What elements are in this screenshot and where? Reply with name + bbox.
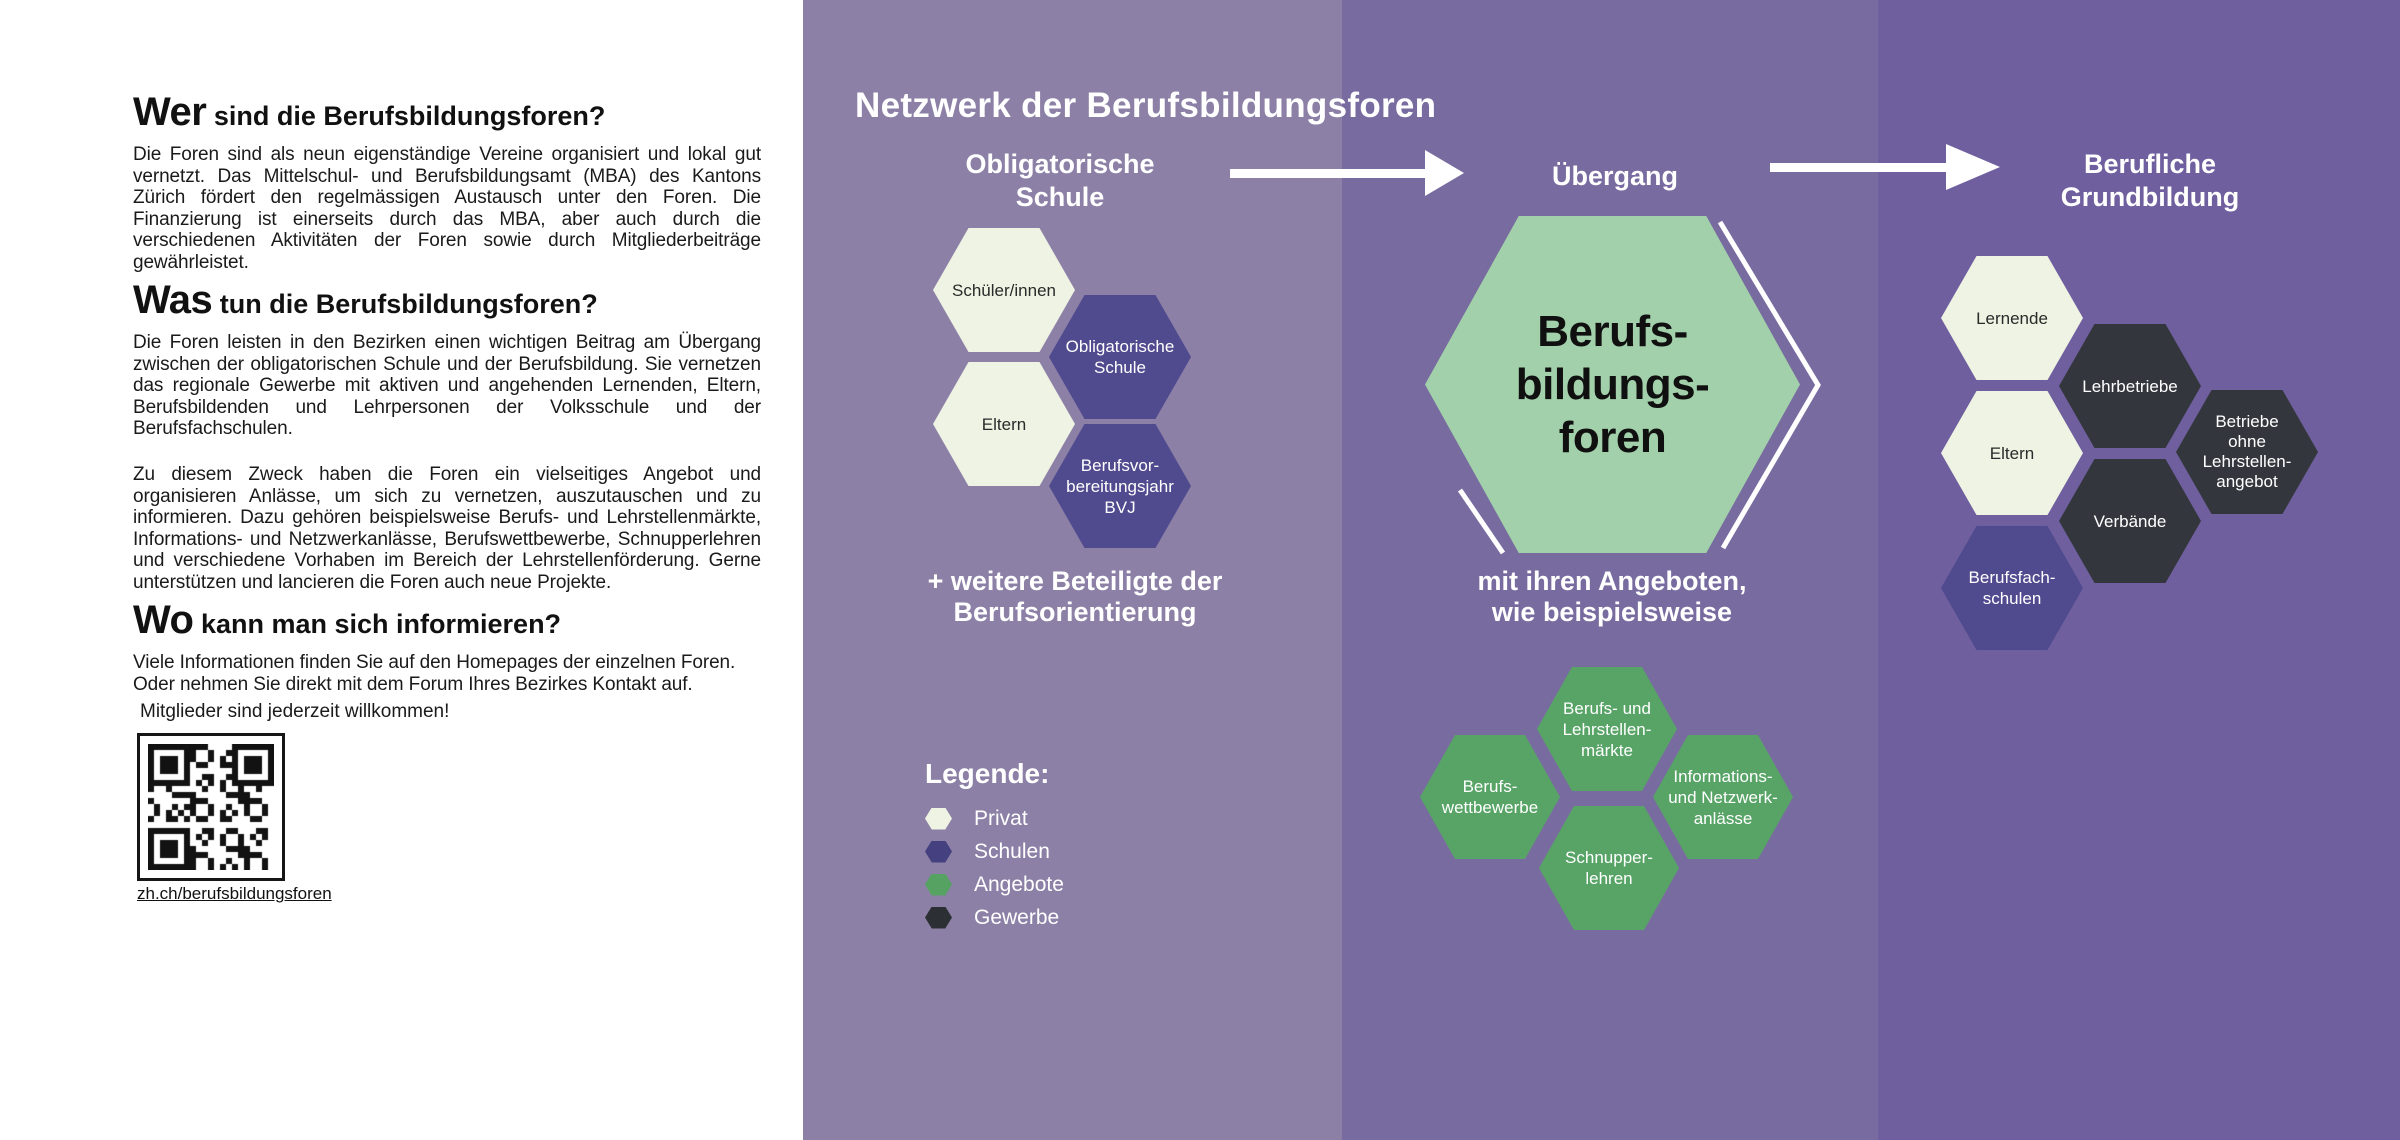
qr-link[interactable]: zh.ch/berufsbildungsforen bbox=[137, 884, 332, 903]
legend-label: Privat bbox=[974, 806, 1028, 830]
wo-heading: Wo kann man sich informieren? bbox=[133, 598, 781, 643]
was-paragraph-1: Die Foren leisten in den Bezirken einen … bbox=[133, 332, 761, 440]
hex-label: Obligatorische Schule bbox=[1065, 337, 1175, 377]
hex-label: Eltern bbox=[981, 414, 1027, 434]
hex-informations-netzwerkanlaesse: Informations- und Netzwerk- anlässe bbox=[1653, 735, 1793, 859]
wer-heading-rest: sind die Berufsbildungsforen? bbox=[206, 101, 606, 131]
legend-item-privat: Privat bbox=[925, 802, 1064, 835]
qr-code bbox=[148, 744, 274, 870]
qr-code-frame bbox=[137, 733, 285, 881]
legend-title: Legende: bbox=[925, 758, 1050, 789]
wo-paragraph: Viele Informationen finden Sie auf den H… bbox=[133, 652, 736, 695]
hex-verbaende: Verbände bbox=[2059, 459, 2201, 583]
arrow-right-icon-1 bbox=[1230, 150, 1464, 196]
hex-berufswettbewerbe: Berufs- wettbewerbe bbox=[1420, 735, 1560, 859]
wer-heading: Wer sind die Berufsbildungsforen? bbox=[133, 90, 761, 135]
wer-section: Wer sind die Berufsbildungsforen? Die Fo… bbox=[133, 90, 761, 274]
members-note: Mitglieder sind jederzeit willkommen! bbox=[140, 701, 450, 722]
was-heading: Was tun die Berufsbildungsforen? bbox=[133, 278, 761, 323]
legend-item-angebote: Angebote bbox=[925, 868, 1064, 901]
wo-heading-lead: Wo bbox=[133, 598, 194, 642]
legend-item-gewerbe: Gewerbe bbox=[925, 901, 1064, 934]
network-title: Netzwerk der Berufsbildungsforen bbox=[855, 86, 1437, 125]
schulen-hexagon-icon bbox=[925, 840, 952, 863]
stage1-footer: + weitere Beteiligte der Berufsorientier… bbox=[927, 566, 1223, 627]
fold-panel-1 bbox=[803, 0, 1342, 1140]
legend-label: Gewerbe bbox=[974, 905, 1060, 929]
hex-label: Betriebe ohne Lehrstellen- angebot bbox=[2202, 412, 2292, 491]
legend-label: Angebote bbox=[974, 872, 1064, 896]
wo-section: Wo kann man sich informieren? Viele Info… bbox=[133, 598, 781, 695]
stage1-heading: Obligatorische Schule bbox=[965, 149, 1155, 212]
hex-label: Schüler/innen bbox=[952, 280, 1056, 300]
legend-label: Schulen bbox=[974, 839, 1050, 863]
stage3-heading: Berufliche Grundbildung bbox=[2060, 149, 2240, 212]
hex-berufs-lehrstellenmaerkte: Berufs- und Lehrstellen- märkte bbox=[1537, 667, 1677, 791]
gewerbe-hexagon-icon bbox=[925, 906, 952, 929]
hex-label: Lehrbetriebe bbox=[2082, 376, 2178, 396]
wer-paragraph: Die Foren sind als neun eigenständige Ve… bbox=[133, 144, 761, 273]
legend: Legende: Privat Schulen Angebote Gewerbe bbox=[925, 758, 1064, 934]
hex-label: Eltern bbox=[1989, 443, 2035, 463]
wo-heading-rest: kann man sich informieren? bbox=[193, 609, 562, 639]
was-heading-lead: Was bbox=[133, 278, 213, 322]
chevron-accent bbox=[1457, 220, 1821, 555]
hex-label: Berufs- wettbewerbe bbox=[1441, 777, 1539, 817]
privat-hexagon-icon bbox=[925, 807, 952, 830]
hex-label: Informations- und Netzwerk- anlässe bbox=[1668, 766, 1778, 828]
stage2-subheading: mit ihren Angeboten, wie beispielsweise bbox=[1477, 566, 1747, 627]
was-paragraph-2: Zu diesem Zweck haben die Foren ein viel… bbox=[133, 463, 761, 593]
was-heading-rest: tun die Berufsbildungsforen? bbox=[212, 289, 598, 319]
hex-label: Schnupper- lehren bbox=[1565, 848, 1653, 888]
hex-label: Lernende bbox=[1976, 308, 2048, 328]
hex-label: Berufs- bildungs- foren bbox=[1515, 307, 1710, 462]
hex-label: Verbände bbox=[2093, 511, 2167, 531]
legend-item-schulen: Schulen bbox=[925, 835, 1064, 868]
hex-label: Berufs- und Lehrstellen- märkte bbox=[1562, 698, 1652, 760]
was-section: Was tun die Berufsbildungsforen? Die For… bbox=[133, 278, 761, 594]
hex-schnupperlehren: Schnupper- lehren bbox=[1539, 806, 1679, 930]
hex-label: Berufsvor- bereitungsjahr BVJ bbox=[1066, 455, 1174, 517]
stage2-heading: Übergang bbox=[1551, 161, 1679, 191]
hex-label: Berufsfach- schulen bbox=[1968, 568, 2056, 608]
hex-betriebe-ohne-lehrstellenangebot: Betriebe ohne Lehrstellen- angebot bbox=[2176, 390, 2318, 514]
angebote-hexagon-icon bbox=[925, 873, 952, 896]
hex-lehrbetriebe: Lehrbetriebe bbox=[2059, 324, 2201, 448]
arrow-right-icon-2 bbox=[1770, 144, 2000, 190]
wer-heading-lead: Wer bbox=[133, 90, 207, 134]
